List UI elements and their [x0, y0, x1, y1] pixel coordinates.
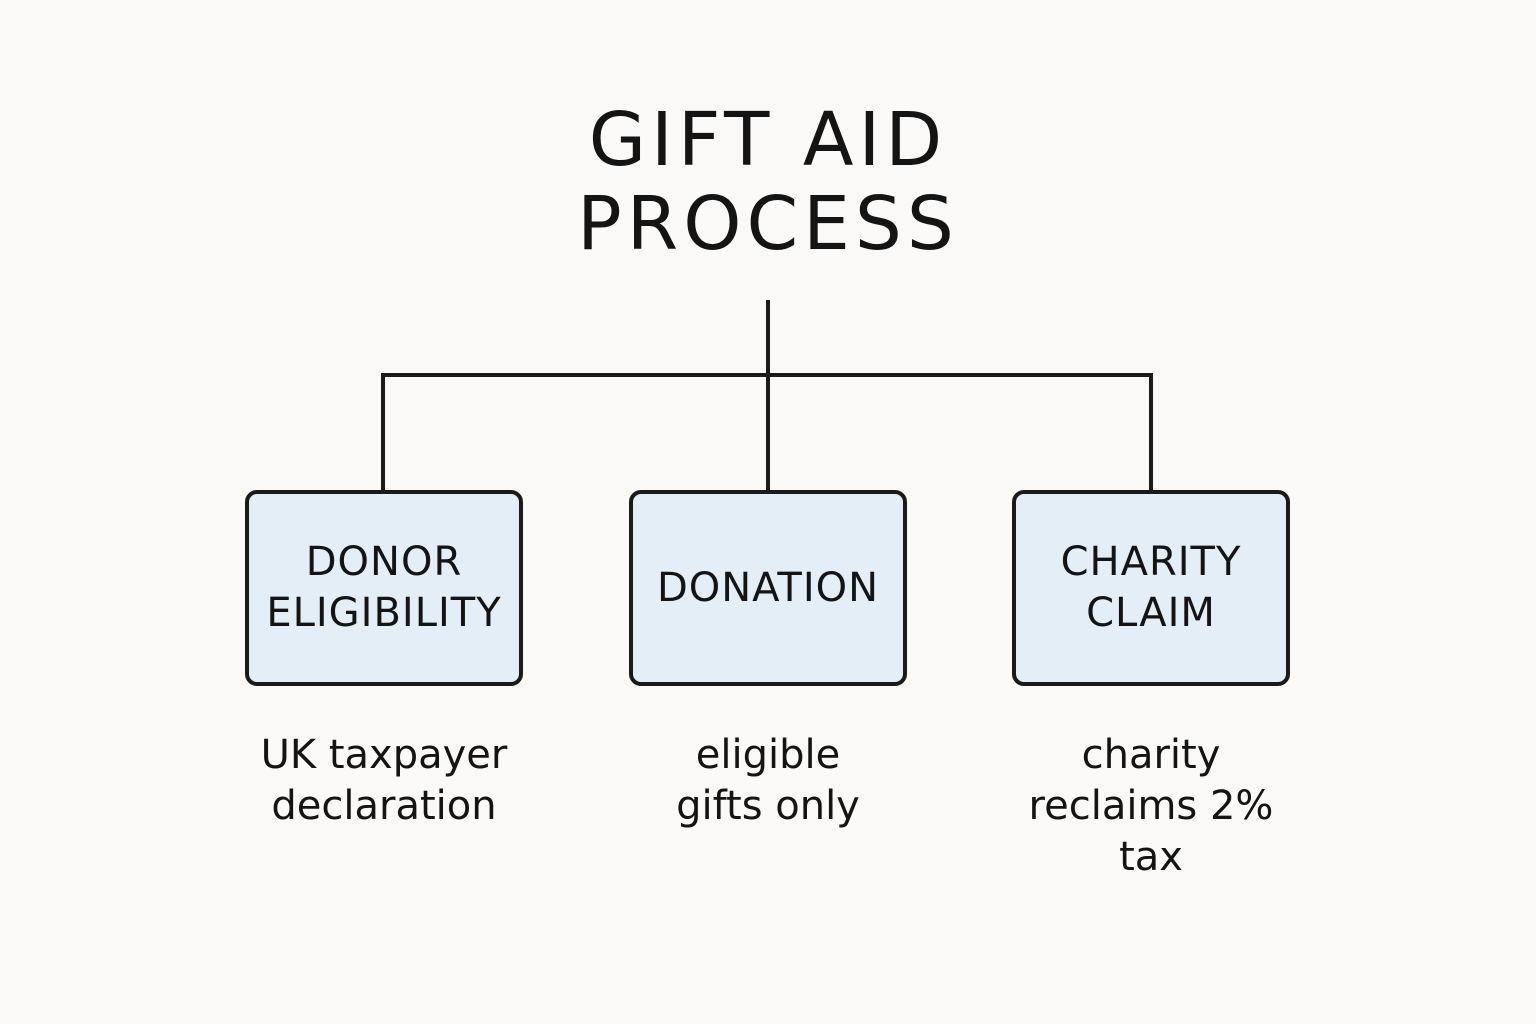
donor-eligibility-box: DONOR ELIGIBILITY — [245, 490, 523, 686]
donor-eligibility-label-line-1: DONOR — [305, 539, 463, 585]
charity-claim-box: CHARITY CLAIM — [1012, 490, 1290, 686]
diagram-title-line-1: GIFT AID — [588, 97, 948, 183]
charity-claim-description: charity reclaims 2% tax — [991, 730, 1311, 883]
charity-claim-description-line-2: reclaims 2% — [1028, 783, 1274, 829]
donor-eligibility-description: UK taxpayer declaration — [224, 730, 544, 832]
donor-eligibility-label: DONOR ELIGIBILITY — [266, 537, 501, 639]
charity-claim-description-line-3: tax — [1119, 834, 1183, 880]
donation-label: DONATION — [657, 563, 879, 614]
donor-eligibility-description-line-1: UK taxpayer — [260, 732, 508, 778]
charity-claim-description-line-1: charity — [1081, 732, 1221, 778]
donor-eligibility-description-line-2: declaration — [271, 783, 497, 829]
donation-box: DONATION — [629, 490, 907, 686]
charity-claim-label-line-2: CLAIM — [1086, 590, 1216, 636]
charity-claim-label-line-1: CHARITY — [1060, 539, 1242, 585]
charity-claim-label: CHARITY CLAIM — [1061, 537, 1242, 639]
donation-label-line-1: DONATION — [656, 564, 880, 611]
donation-description-line-2: gifts only — [676, 783, 860, 829]
diagram-title: GIFT AID PROCESS — [468, 98, 1068, 266]
donor-eligibility-label-line-2: ELIGIBILITY — [266, 590, 502, 636]
diagram-title-line-2: PROCESS — [577, 181, 959, 267]
donation-description: eligible gifts only — [608, 730, 928, 832]
donation-description-line-1: eligible — [695, 732, 841, 778]
